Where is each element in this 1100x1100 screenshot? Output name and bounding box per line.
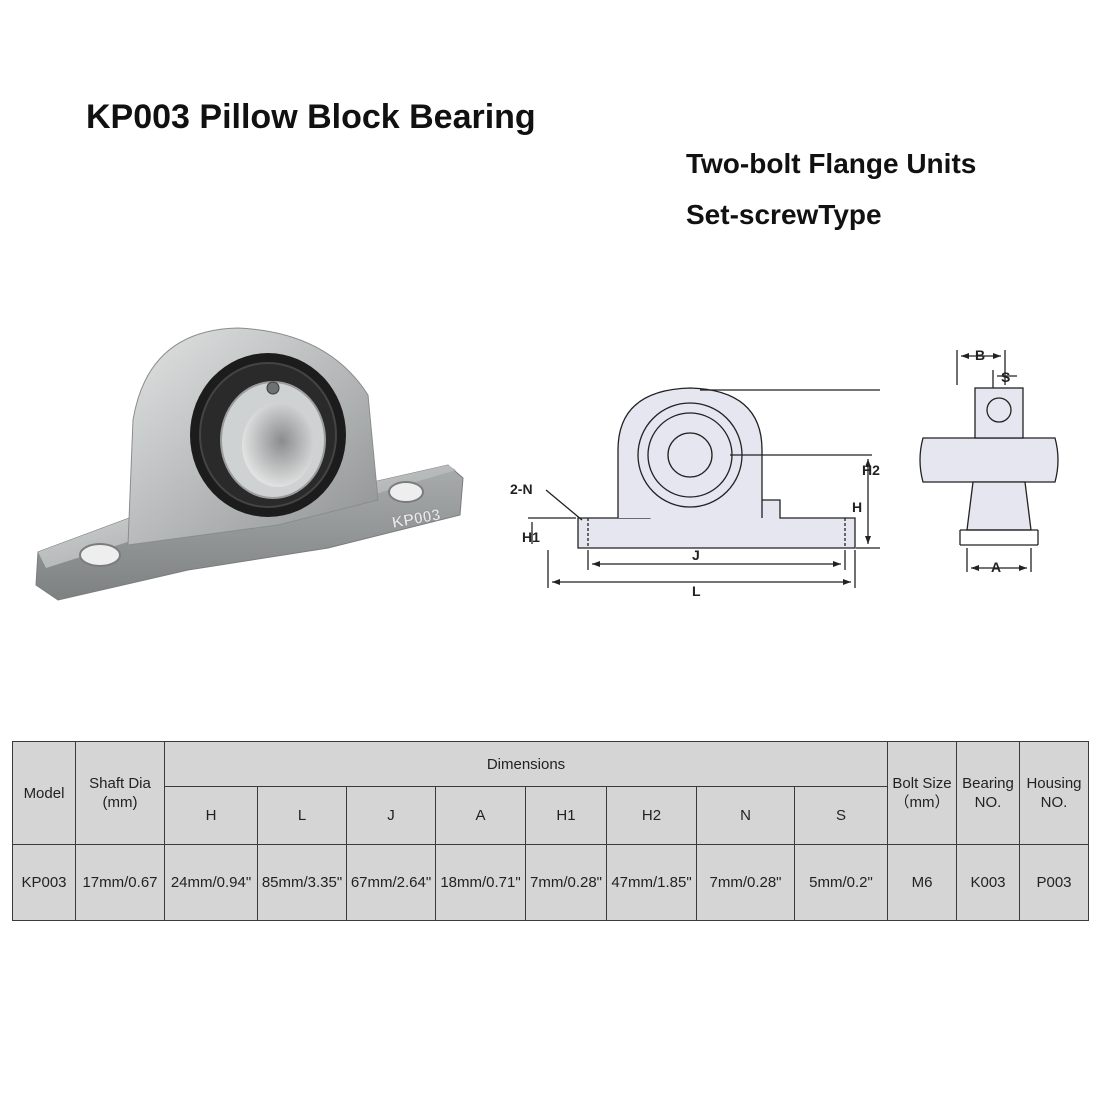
- front-view-diagram: 2-N H1 H2 H J L: [510, 387, 880, 599]
- bolt-hole-left: [79, 543, 121, 567]
- bearing-product-image: KP003: [35, 327, 464, 601]
- front-view-bore: [667, 432, 713, 478]
- header-dim-a: A: [435, 786, 526, 845]
- cell-dim-h: 24mm/0.94": [164, 844, 258, 921]
- table-subheader-row: H L J A H1 H2 N S: [13, 786, 1089, 845]
- cell-model: KP003: [12, 844, 76, 921]
- label-h: H: [852, 499, 862, 515]
- side-view-diagram: B S A: [919, 347, 1059, 575]
- label-h2: H2: [862, 462, 880, 478]
- side-view-shaft: [919, 437, 1059, 483]
- side-view-housing-base: [966, 481, 1032, 531]
- cell-shaft-dia: 17mm/0.67: [75, 844, 165, 921]
- table-header-row: Model Shaft Dia (mm) Dimensions Bolt Siz…: [12, 741, 1089, 845]
- cell-bearing-no: K003: [956, 844, 1020, 921]
- header-model: Model: [12, 741, 76, 845]
- header-dimensions: Dimensions: [164, 741, 888, 787]
- cell-dim-s: 5mm/0.2": [794, 844, 888, 921]
- subtitle-set-screw-type: Set-screwType: [686, 199, 882, 230]
- cell-bolt-size: M6: [887, 844, 957, 921]
- header-dim-n: N: [696, 786, 795, 845]
- front-view-arch: [617, 387, 763, 518]
- cell-dim-n: 7mm/0.28": [696, 844, 795, 921]
- cell-dim-h1: 7mm/0.28": [525, 844, 607, 921]
- subtitle-flange-units: Two-bolt Flange Units: [686, 148, 977, 179]
- bearing-bore-shape: [242, 403, 314, 487]
- specification-table: Model Shaft Dia (mm) Dimensions Bolt Siz…: [12, 741, 1089, 921]
- header-dim-l: L: [257, 786, 347, 845]
- header-bolt-size: Bolt Size（mm）: [887, 741, 957, 845]
- label-s: S: [1001, 369, 1010, 385]
- label-a: A: [991, 559, 1001, 575]
- cell-dim-a: 18mm/0.71": [435, 844, 526, 921]
- page-title: KP003 Pillow Block Bearing: [86, 98, 536, 136]
- label-j: J: [692, 547, 700, 563]
- header-dim-j: J: [346, 786, 436, 845]
- label-h1: H1: [522, 529, 540, 545]
- cell-housing-no: P003: [1019, 844, 1089, 921]
- label-b: B: [975, 347, 985, 363]
- header-dim-s: S: [794, 786, 888, 845]
- header-bearing-no: Bearing NO.: [956, 741, 1020, 845]
- header-dim-h: H: [164, 786, 258, 845]
- label-2-n: 2-N: [510, 481, 533, 497]
- header-dim-h2: H2: [606, 786, 697, 845]
- header-housing-no: Housing NO.: [1019, 741, 1089, 845]
- label-l: L: [692, 583, 701, 599]
- cell-dim-h2: 47mm/1.85": [606, 844, 697, 921]
- bolt-hole-right: [388, 481, 424, 503]
- header-shaft-dia: Shaft Dia (mm): [75, 741, 165, 845]
- table-row: KP003 17mm/0.67 24mm/0.94" 85mm/3.35" 67…: [12, 844, 1089, 921]
- header-dim-h1: H1: [525, 786, 607, 845]
- cell-dim-l: 85mm/3.35": [257, 844, 347, 921]
- cell-dim-j: 67mm/2.64": [346, 844, 436, 921]
- side-view-housing-top: [974, 387, 1024, 439]
- set-screw-icon: [266, 381, 280, 395]
